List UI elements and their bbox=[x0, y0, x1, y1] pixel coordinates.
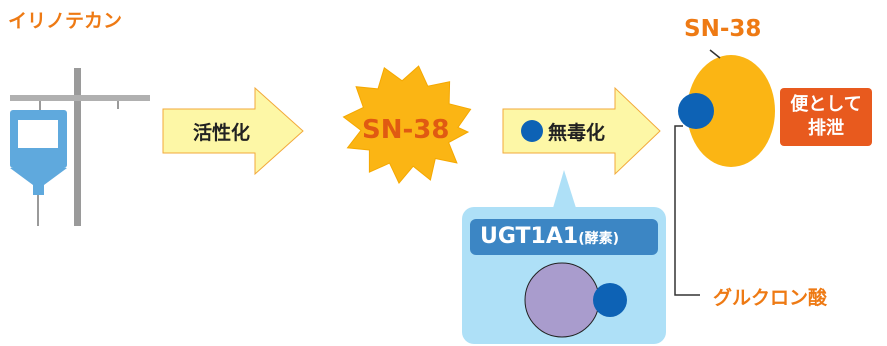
enzyme-panel: UGT1A1(酵素) bbox=[462, 207, 666, 344]
enzyme-header: UGT1A1(酵素) bbox=[470, 219, 658, 255]
enzyme-graphic bbox=[524, 262, 627, 338]
burst-sn38-label: SN-38 bbox=[362, 115, 450, 145]
enzyme-circle bbox=[524, 262, 600, 338]
glucuronic-molecule-bound bbox=[678, 93, 714, 129]
activation-arrow bbox=[162, 86, 304, 176]
glucuronic-molecule-enzyme bbox=[593, 283, 627, 317]
detox-arrow bbox=[502, 86, 661, 176]
drug-name-label: イリノテカン bbox=[8, 10, 123, 32]
enzyme-suffix: (酵素) bbox=[578, 231, 619, 247]
top-sn38-label: SN-38 bbox=[684, 16, 762, 42]
sn38-burst bbox=[342, 65, 472, 185]
detox-label: 無毒化 bbox=[548, 122, 606, 144]
iv-drip-icon bbox=[10, 68, 150, 226]
glucuronic-molecule-in-arrow bbox=[521, 120, 543, 142]
sn38-conjugate-blob bbox=[687, 55, 775, 167]
glucuronic-leader-line bbox=[674, 125, 700, 296]
excretion-line1: 便として bbox=[790, 94, 862, 115]
excretion-box: 便として 排泄 bbox=[780, 88, 872, 146]
excretion-line2: 排泄 bbox=[808, 118, 844, 139]
activation-label: 活性化 bbox=[193, 122, 251, 144]
glucuronic-acid-label: グルクロン酸 bbox=[713, 287, 828, 309]
enzyme-name: UGT1A1 bbox=[480, 224, 579, 249]
enzyme-callout-pointer bbox=[553, 170, 576, 208]
